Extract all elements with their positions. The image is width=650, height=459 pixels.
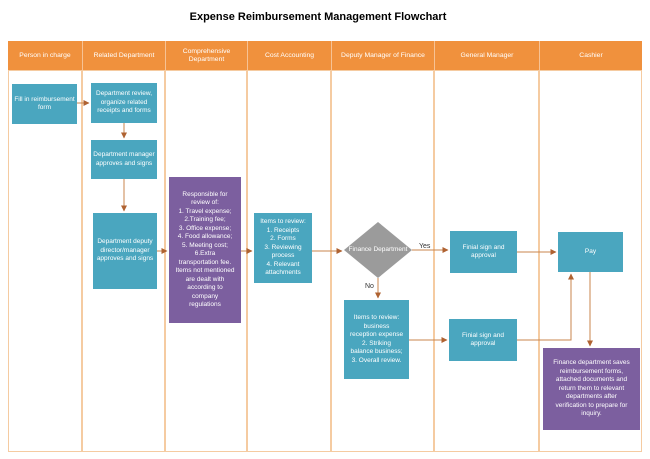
lane-header-related-department: Related Department xyxy=(83,41,166,70)
node-items-to-review-cost-accounting: Items to review: 1. Receipts 2. Forms 3.… xyxy=(254,213,312,283)
node-department-review: Department review, organize related rece… xyxy=(91,83,157,123)
node-pay: Pay xyxy=(558,232,623,272)
lane-header-cashier: Cashier xyxy=(579,51,603,59)
node-archive-note: Finance department saves reimbursement f… xyxy=(543,348,640,430)
node-final-sign-approval-bottom: Finial sign and approval xyxy=(449,319,517,361)
node-department-deputy-approves: Department deputy director/manager appro… xyxy=(93,213,157,289)
node-department-manager-approves: Department manager approves and signs xyxy=(91,140,157,179)
lane-header-general-manager: General Manager xyxy=(435,41,540,70)
lane-header-cost-accounting: Cost Accounting xyxy=(248,41,332,70)
lane-header-comprehensive-department: Comprehensive Department xyxy=(166,41,248,70)
swimlane-header-row: Person in charge Related Department Comp… xyxy=(8,41,642,70)
edge-label-yes: Yes xyxy=(419,243,431,250)
page-title: Expense Reimbursement Management Flowcha… xyxy=(189,11,447,23)
lane-header-deputy-manager-of-finance: Deputy Manager of Finance xyxy=(332,41,435,70)
node-review-scope-note: Responsible for review of: 1. Travel exp… xyxy=(169,177,241,323)
lane-column-person-in-charge xyxy=(9,71,83,451)
node-final-sign-approval-top: Finial sign and approval xyxy=(450,231,517,273)
node-items-to-review-deputy-manager: Items to review: business reception expe… xyxy=(344,300,409,379)
lane-header-person-in-charge: Person in charge xyxy=(8,41,83,70)
edge-label-no: No xyxy=(365,283,374,290)
node-fill-reimbursement-form: Fill in reimbursement form xyxy=(12,84,77,124)
